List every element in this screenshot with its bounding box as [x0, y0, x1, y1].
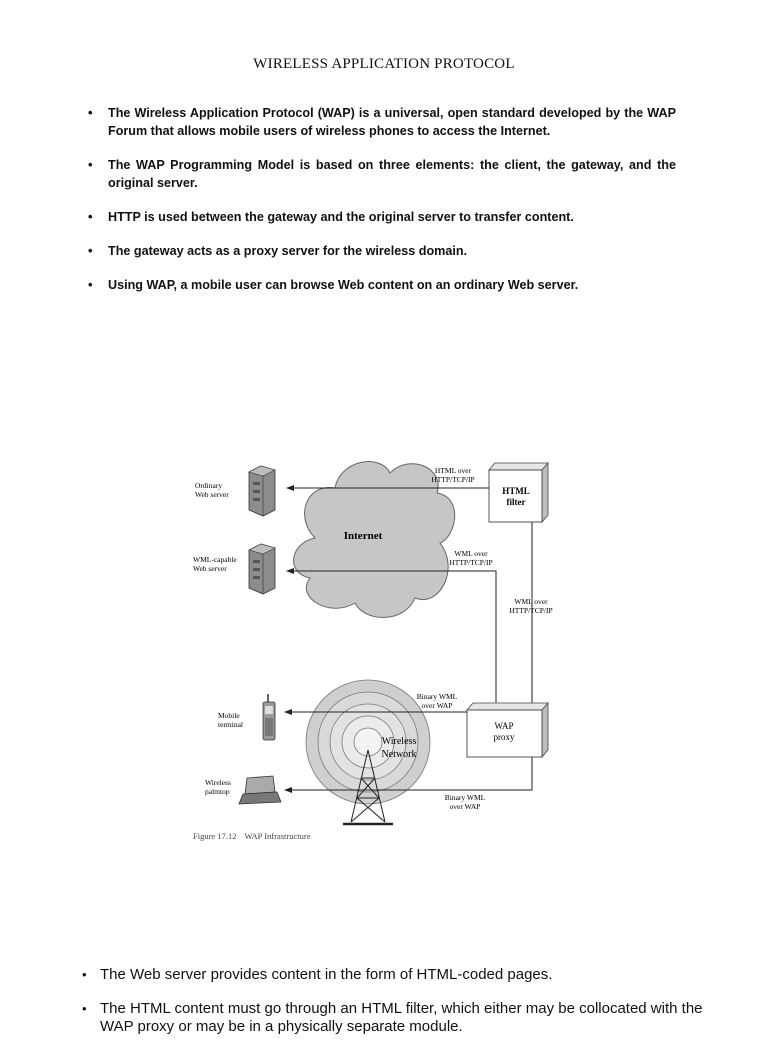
- palmtop-icon: [238, 775, 282, 805]
- list-item: The Wireless Application Protocol (WAP) …: [88, 104, 676, 140]
- mobile-phone-icon: [262, 694, 276, 741]
- list-item: The WAP Programming Model is based on th…: [88, 156, 676, 192]
- page-title: WIRELESS APPLICATION PROTOCOL: [253, 56, 515, 72]
- list-item: The gateway acts as a proxy server for t…: [88, 242, 676, 260]
- bottom-bullet-list: The Web server provides content in the f…: [82, 966, 722, 1052]
- wml-over-arrow-1: [286, 568, 497, 706]
- list-item: The HTML content must go through an HTML…: [82, 1000, 722, 1036]
- binary-wml-arrow-2: [284, 757, 533, 793]
- antenna-tower-icon: [343, 749, 393, 826]
- list-item: The Web server provides content in the f…: [82, 966, 722, 984]
- internet-cloud: Internet: [293, 461, 456, 618]
- wml-web-server-icon: [248, 543, 276, 595]
- ordinary-web-server-icon: [248, 465, 276, 517]
- list-item: HTTP is used between the gateway and the…: [88, 208, 676, 226]
- top-bullet-list: The Wireless Application Protocol (WAP) …: [88, 104, 676, 310]
- list-item: Using WAP, a mobile user can browse Web …: [88, 276, 676, 294]
- internet-label: Internet: [344, 530, 383, 542]
